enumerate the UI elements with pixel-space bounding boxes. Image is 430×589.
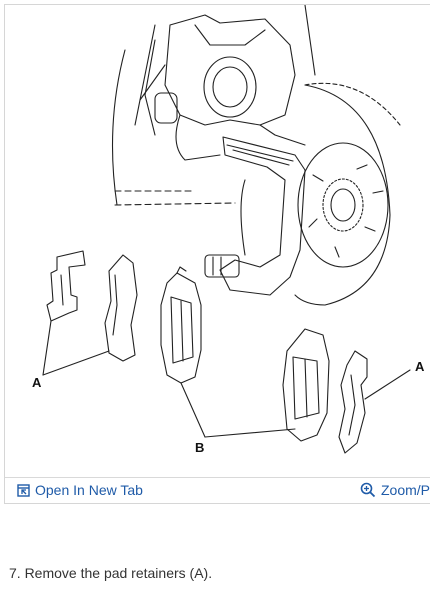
brake-pad-inner <box>160 266 202 384</box>
pad-retainer-right <box>338 350 368 454</box>
pad-shim-left <box>104 254 138 362</box>
figure-card: A B A Open In New Tab Zoom/Pr <box>4 4 430 504</box>
bracket-illustration <box>204 136 306 296</box>
open-in-new-tab-icon <box>17 483 30 497</box>
callout-a-right: A <box>415 359 425 374</box>
zoom-button[interactable]: Zoom/Pr <box>360 482 430 498</box>
leader-lines <box>42 320 411 438</box>
brake-pad-outer <box>282 328 330 442</box>
magnifier-zoom-icon <box>360 482 376 498</box>
pad-retainer-left <box>46 250 86 322</box>
rotor-illustration <box>294 82 401 306</box>
caliper-illustration <box>139 14 306 161</box>
figure-toolbar: Open In New Tab Zoom/Pr <box>5 477 430 503</box>
step-instruction: 7. Remove the pad retainers (A). <box>9 565 213 581</box>
open-in-new-tab-label: Open In New Tab <box>35 482 143 498</box>
open-in-new-tab-button[interactable]: Open In New Tab <box>17 482 143 498</box>
callout-a-left: A <box>32 375 42 390</box>
background-linework <box>111 5 316 206</box>
zoom-label: Zoom/Pr <box>381 482 430 498</box>
brake-diagram: A B A <box>32 5 425 455</box>
callout-b: B <box>195 440 204 455</box>
